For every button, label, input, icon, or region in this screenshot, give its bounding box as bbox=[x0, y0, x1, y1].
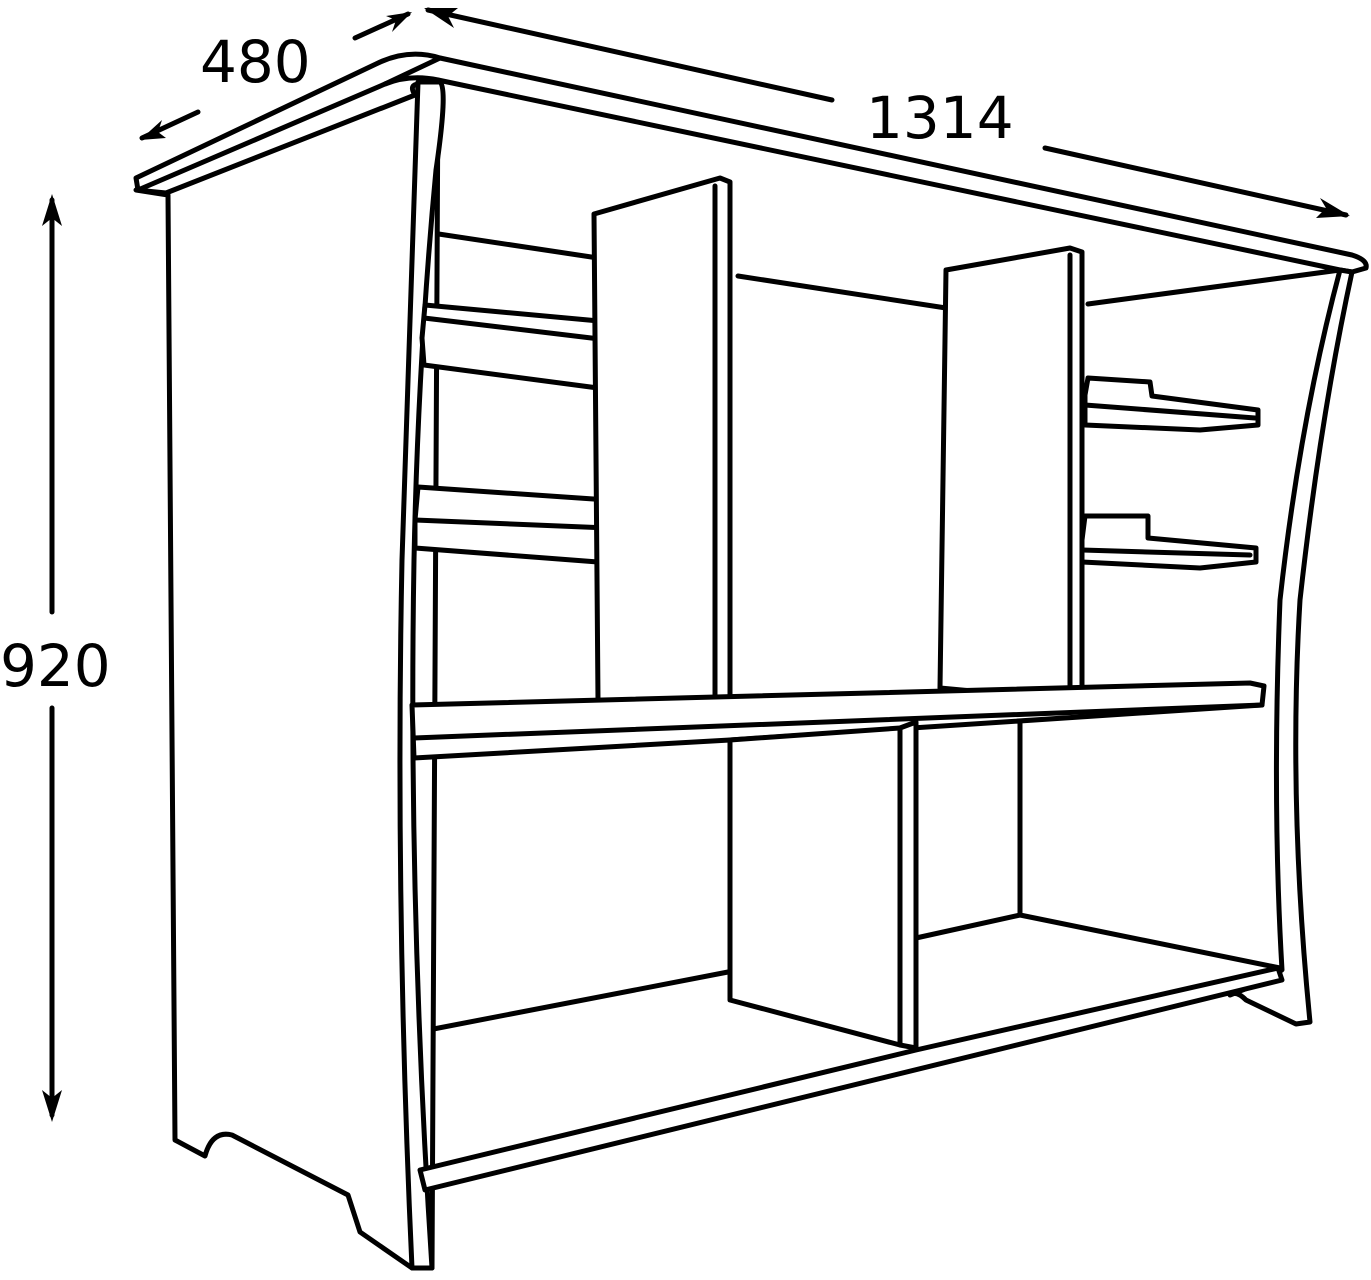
top-board bbox=[133, 51, 1369, 275]
depth-label: 480 bbox=[200, 28, 311, 96]
left-side-panel bbox=[133, 77, 446, 1271]
back-panel-lines bbox=[415, 230, 1343, 1035]
right-side-panel bbox=[1227, 267, 1355, 1027]
right-upper-shelf-2 bbox=[1079, 513, 1259, 571]
right-upper-divider bbox=[937, 245, 1085, 703]
lower-divider bbox=[727, 719, 919, 1051]
width-label: 1314 bbox=[866, 84, 1014, 152]
height-arrow-top-icon bbox=[42, 194, 62, 226]
width-arrow-left-icon bbox=[424, 8, 458, 28]
right-upper-shelf-1 bbox=[1082, 375, 1261, 433]
height-label: 920 bbox=[0, 632, 111, 700]
width-arrow-right-icon bbox=[1316, 198, 1350, 218]
depth-dimension: 480 bbox=[139, 11, 412, 141]
left-upper-divider bbox=[591, 175, 733, 723]
depth-arrow-left-icon bbox=[140, 120, 166, 140]
height-dimension: 920 bbox=[0, 194, 111, 1122]
height-arrow-bottom-icon bbox=[42, 1090, 62, 1122]
width-dimension: 1314 bbox=[424, 7, 1350, 218]
depth-arrow-right-icon bbox=[386, 12, 412, 32]
middle-shelf bbox=[409, 680, 1267, 761]
bottom-shelf bbox=[417, 965, 1285, 1193]
